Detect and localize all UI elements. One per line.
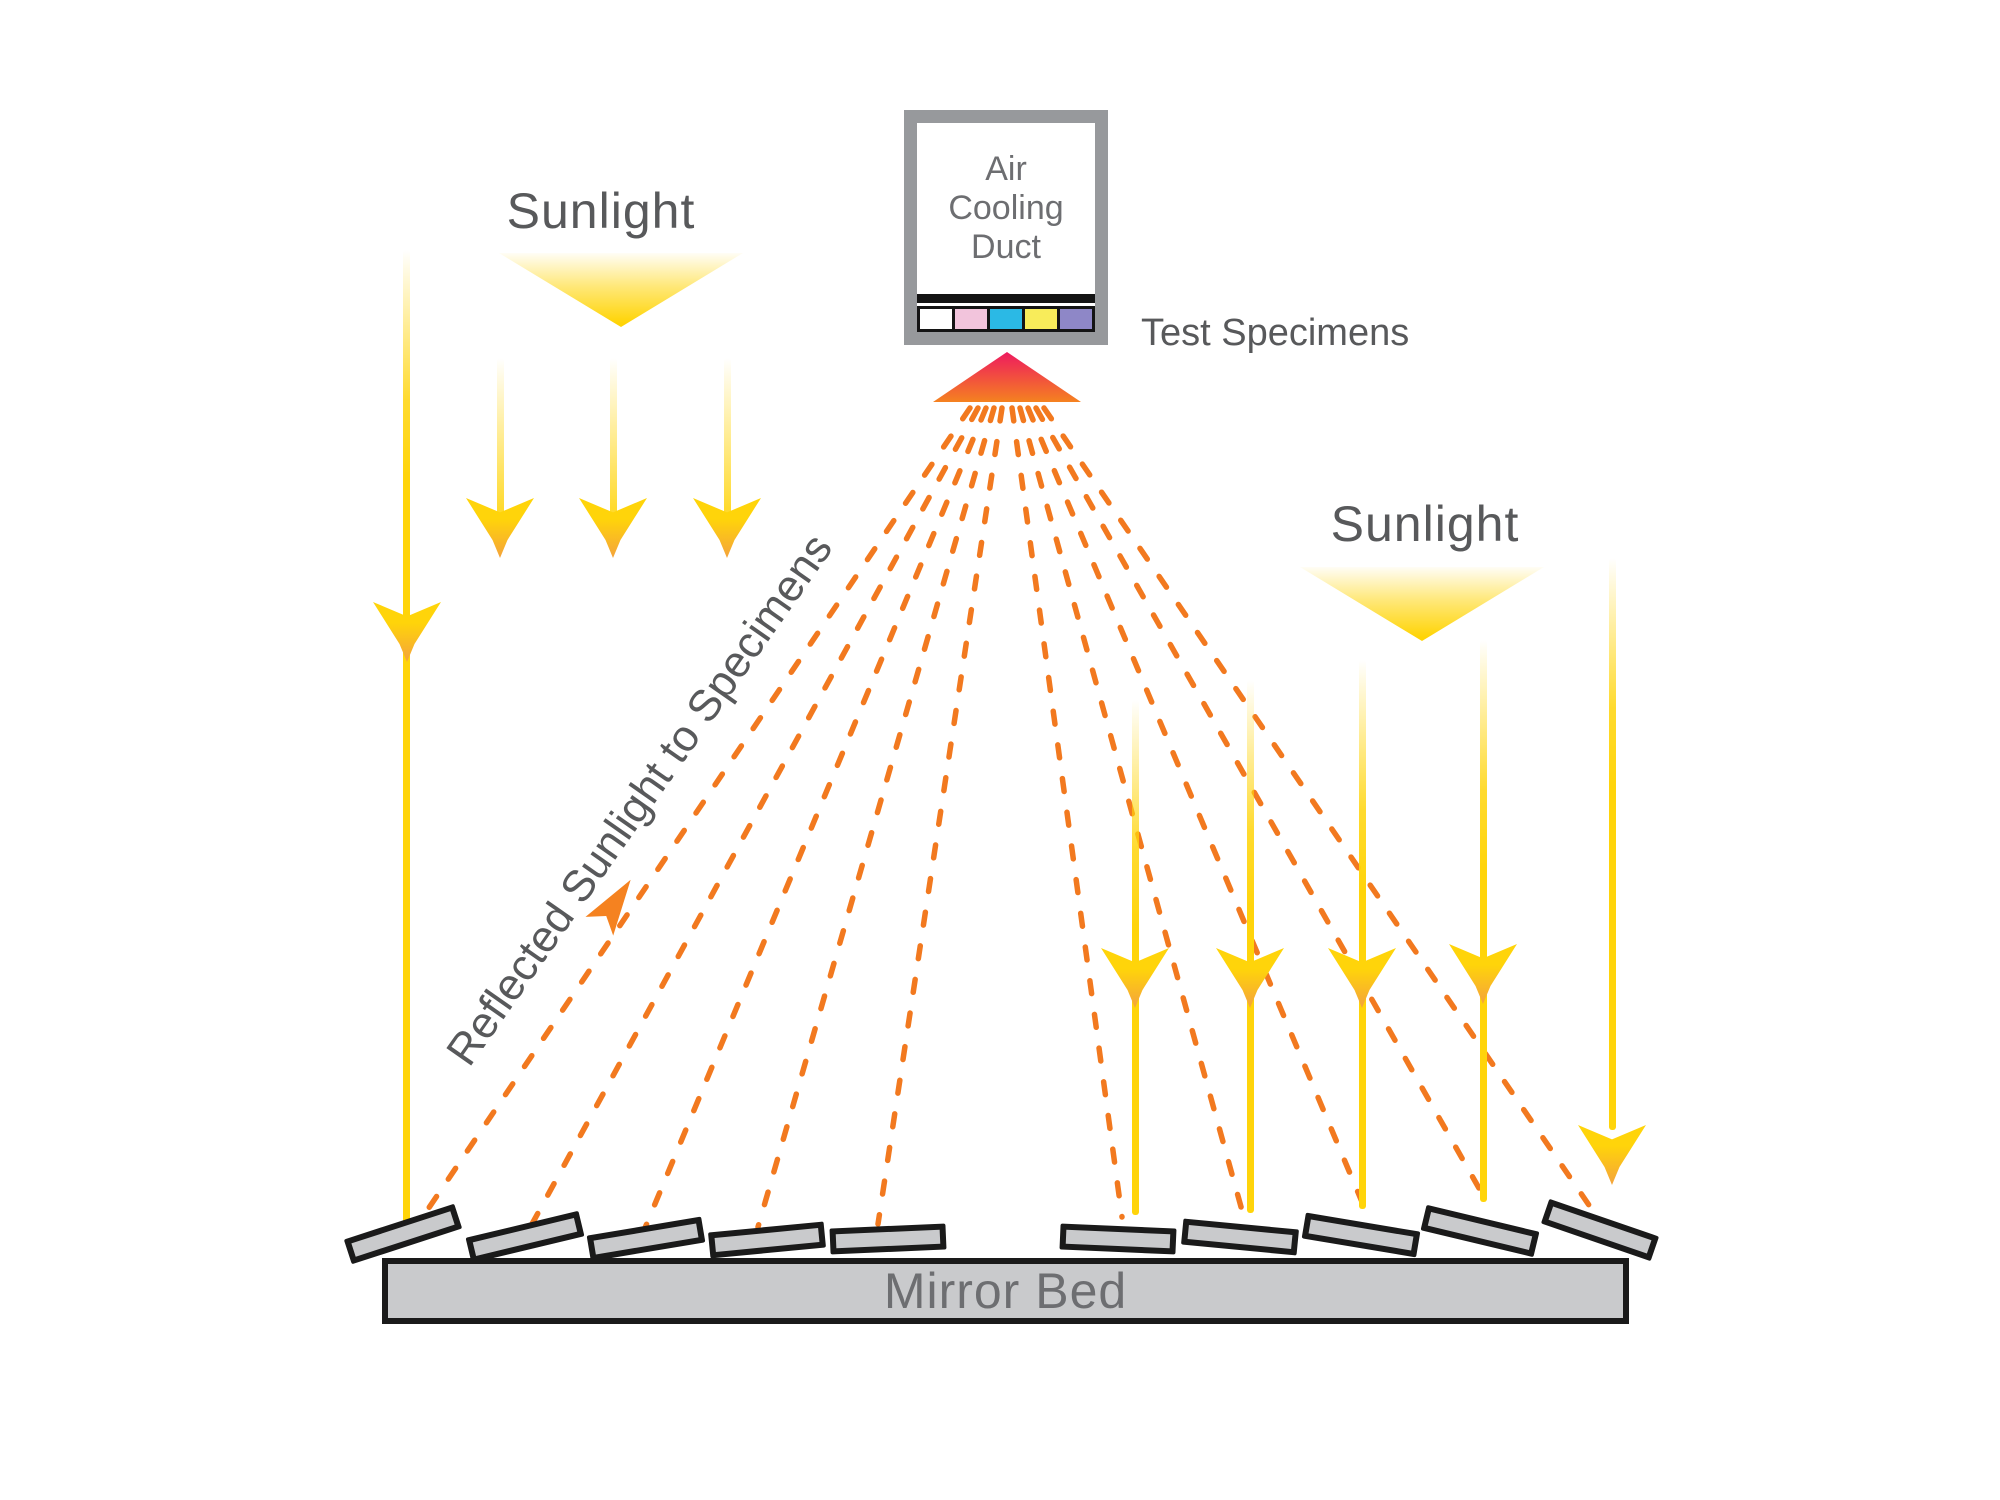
duct-label-line: Duct bbox=[971, 228, 1041, 266]
duct-label-line: Air bbox=[985, 150, 1027, 188]
sun-ray-stem bbox=[403, 250, 410, 1225]
mirror-bed: Mirror Bed bbox=[382, 1258, 1629, 1324]
air-cooling-duct: Air Cooling Duct bbox=[904, 110, 1108, 345]
sun-ray-stem bbox=[610, 358, 617, 516]
reflected-ray-line bbox=[755, 405, 997, 1230]
sunlight-label-left: Sunlight bbox=[506, 183, 696, 239]
reflected-ray-line bbox=[1033, 405, 1491, 1207]
mirror bbox=[829, 1223, 947, 1255]
reflected-ray-line bbox=[1025, 405, 1368, 1212]
sun-ray-stem bbox=[1132, 700, 1139, 1215]
sun-ray-stem bbox=[1609, 558, 1616, 1130]
sun-ray-stem bbox=[497, 358, 504, 516]
reflected-ray-line bbox=[1017, 405, 1246, 1217]
reflected-ray-line bbox=[1041, 405, 1596, 1214]
sun-ray-stem bbox=[1480, 640, 1487, 1202]
sun-ray-stem bbox=[1247, 680, 1254, 1213]
test-specimen-chip bbox=[920, 309, 952, 329]
air-cooling-duct-label: Air Cooling Duct bbox=[917, 123, 1095, 294]
reflected-ray-line bbox=[1009, 405, 1125, 1220]
test-specimen-chip bbox=[955, 309, 987, 329]
sun-ray-stem bbox=[1359, 660, 1366, 1209]
specimen-mount-gap bbox=[917, 303, 1095, 306]
test-specimen-chip bbox=[1025, 309, 1057, 329]
reflected-ray-line bbox=[642, 405, 989, 1231]
duct-label-line: Cooling bbox=[948, 189, 1064, 227]
test-specimen-strip bbox=[917, 306, 1095, 332]
sunlight-label-right: Sunlight bbox=[1330, 496, 1520, 552]
sun-ray-stem bbox=[724, 358, 731, 516]
mirror bbox=[1059, 1223, 1177, 1255]
test-specimen-chip bbox=[990, 309, 1022, 329]
reflected-ray-line bbox=[419, 405, 973, 1221]
specimen-mount-bar bbox=[917, 294, 1095, 303]
test-specimens-label: Test Specimens bbox=[1141, 312, 1410, 354]
mirror-bed-label: Mirror Bed bbox=[883, 1263, 1128, 1319]
reflected-ray-line bbox=[875, 405, 1005, 1227]
test-specimen-chip bbox=[1060, 309, 1092, 329]
